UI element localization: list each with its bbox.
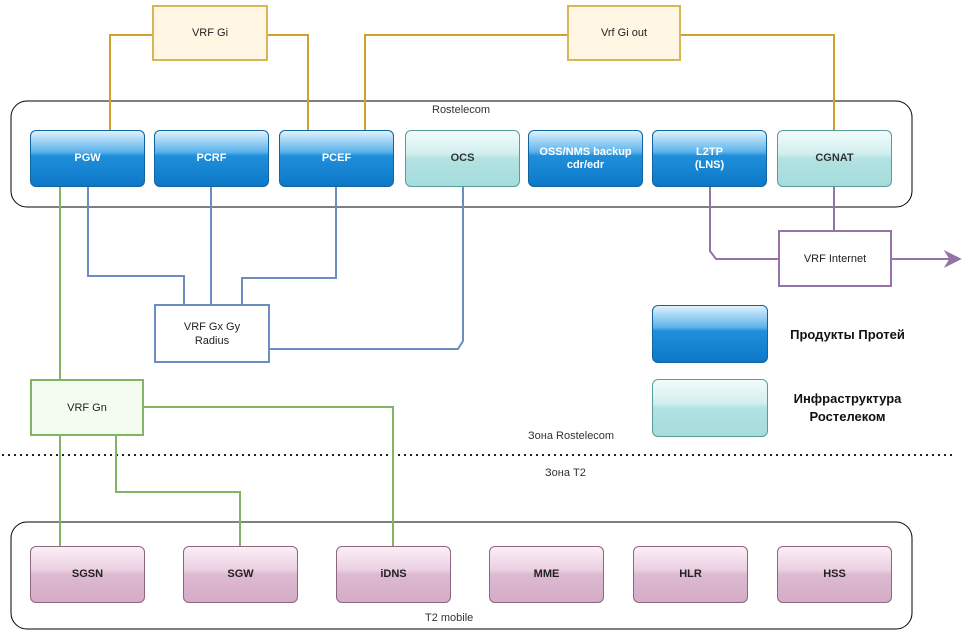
node-idns[interactable]: iDNS: [336, 546, 451, 603]
node-oss-nms-backup[interactable]: OSS/NMS backup cdr/edr: [528, 130, 643, 187]
t2-mobile-group-label: T2 mobile: [425, 612, 474, 624]
node-sgsn[interactable]: SGSN: [30, 546, 145, 603]
legend-swatch-protei: [652, 305, 768, 363]
link-vrf-gn-idns: [144, 406, 394, 546]
vrf-gi-out-box: Vrf Gi out: [567, 5, 681, 61]
legend-label-rostelecom-infra: Инфраструктура Ростелеком: [793, 391, 902, 424]
link-vrf-gi-out-cgnat: [681, 34, 835, 130]
link-pgw-vrf-gx: [87, 187, 185, 304]
legend-swatch-rostelecom-infra: [652, 379, 768, 437]
vrf-gi-box: VRF Gi: [152, 5, 268, 61]
link-l2tp-vrf-internet: [709, 187, 778, 260]
node-pgw[interactable]: PGW: [30, 130, 145, 187]
vrf-gx-gy-radius-box: VRF Gx Gy Radius: [154, 304, 270, 363]
node-l2tp-lns[interactable]: L2TP (LNS): [652, 130, 767, 187]
link-pcef-vrf-gx: [241, 187, 337, 304]
node-cgnat[interactable]: CGNAT: [777, 130, 892, 187]
link-pcef-vrf-gi-out: [364, 34, 567, 130]
vrf-gn-box: VRF Gn: [30, 379, 144, 436]
node-hss[interactable]: HSS: [777, 546, 892, 603]
zone-t2-label: Зона T2: [545, 467, 586, 479]
link-ocs-vrf-gx: [270, 187, 464, 350]
node-mme[interactable]: MME: [489, 546, 604, 603]
node-pcrf[interactable]: PCRF: [154, 130, 269, 187]
legend-label-protei: Продукты Протей: [790, 327, 905, 342]
node-hlr[interactable]: HLR: [633, 546, 748, 603]
link-vrf-gn-sgw: [115, 436, 241, 546]
node-sgw[interactable]: SGW: [183, 546, 298, 603]
node-pcef[interactable]: PCEF: [279, 130, 394, 187]
zone-rostelecom-label: Зона Rostelecom: [528, 430, 615, 442]
link-pgw-vrf-gi: [109, 34, 152, 130]
node-ocs[interactable]: OCS: [405, 130, 520, 187]
link-vrf-gi-pcef: [268, 34, 309, 130]
vrf-internet-box: VRF Internet: [778, 230, 892, 287]
rostelecom-group-label: Rostelecom: [432, 104, 491, 116]
